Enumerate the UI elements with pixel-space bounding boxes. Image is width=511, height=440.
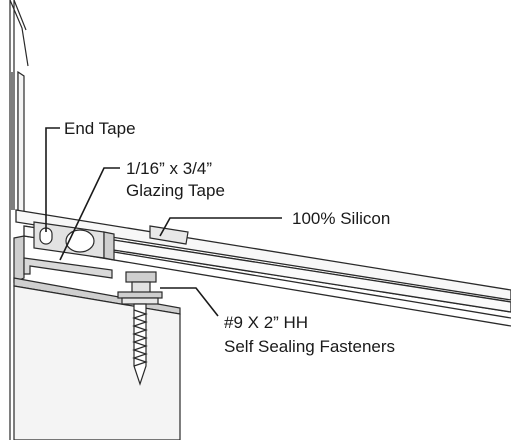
glazing-panel [15, 209, 511, 327]
leader-end-tape [45, 127, 60, 232]
label-fastener-line2: Self Sealing Fasteners [224, 337, 396, 356]
leader-lines [45, 127, 282, 317]
label-end-tape: End Tape [64, 119, 136, 138]
fastener [117, 271, 163, 386]
leader-silicon [159, 217, 282, 237]
label-glazing-tape-line2: Glazing Tape [126, 181, 225, 200]
leader-fastener [160, 287, 219, 317]
silicon-bead [149, 225, 189, 245]
vertical-flashing [17, 70, 25, 216]
label-silicon: 100% Silicon [292, 209, 391, 228]
label-glazing-tape-line1: 1/16” x 3/4” [126, 159, 212, 178]
label-fastener-line1: #9 X 2” HH [224, 313, 309, 332]
leader-glazing-tape [59, 167, 120, 261]
